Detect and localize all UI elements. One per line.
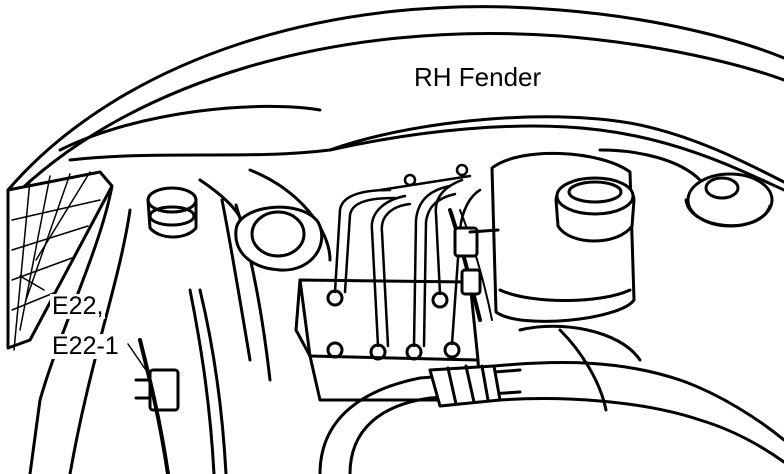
lower-hoses	[318, 324, 784, 474]
reservoir-cap-small	[146, 186, 198, 239]
fender-outline	[6, 5, 784, 202]
connector-e22-1-label: E22-1	[50, 332, 121, 360]
abs-modulator	[294, 278, 482, 402]
headlight-grille	[6, 170, 114, 351]
callout-leaders	[19, 275, 151, 377]
reservoir-cap-large	[554, 176, 636, 243]
coolant-cap	[598, 148, 774, 228]
brake-lines	[333, 163, 482, 348]
connector-e22	[134, 288, 228, 474]
rh-fender-label: RH Fender	[412, 62, 544, 92]
connector-e22-label: E22,	[50, 292, 106, 320]
strut-mount	[234, 205, 324, 272]
wiring-harness	[448, 208, 493, 322]
